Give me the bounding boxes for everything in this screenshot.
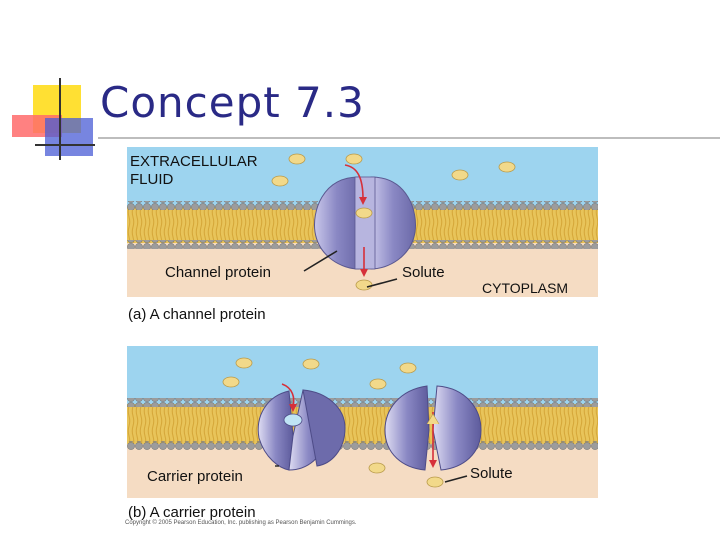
caption-a: (a) A channel protein bbox=[128, 306, 266, 323]
extracellular-label-line1: EXTRACELLULAR bbox=[130, 153, 258, 170]
solute-pointer-line bbox=[366, 278, 398, 288]
bound-solute bbox=[283, 413, 303, 427]
channel-pointer-line bbox=[303, 250, 338, 272]
caption-b: (b) A carrier protein bbox=[128, 504, 256, 521]
extracellular-fluid-region-b bbox=[127, 346, 598, 404]
phospholipid-heads-top-b bbox=[127, 398, 598, 407]
slide-title: Concept 7.3 bbox=[100, 78, 365, 127]
solute-pointer-line-b bbox=[444, 475, 468, 483]
carrier-entry-arrow bbox=[281, 383, 295, 407]
solute-path-arrow bbox=[344, 164, 364, 200]
panel-a-diagram bbox=[127, 147, 598, 297]
solute-label-b: Solute bbox=[470, 465, 513, 482]
solute-label-a: Solute bbox=[402, 264, 445, 281]
panel-b-diagram bbox=[127, 346, 598, 498]
solute-particles-b bbox=[222, 357, 444, 488]
phospholipid-heads-bottom-b bbox=[127, 441, 598, 450]
channel-protein-label: Channel protein bbox=[165, 264, 271, 281]
carrier-protein-label: Carrier protein bbox=[147, 468, 243, 485]
extracellular-label-line2: FLUID bbox=[130, 171, 174, 188]
cytoplasm-label: CYTOPLASM bbox=[482, 280, 569, 296]
carrier-protein-open-outside bbox=[257, 389, 346, 471]
title-rule bbox=[98, 137, 720, 139]
copyright-notice: Copyright © 2005 Pearson Education, Inc.… bbox=[125, 520, 357, 526]
deco-blue-square bbox=[45, 118, 93, 156]
solute-particles-a bbox=[271, 153, 516, 291]
carrier-protein-open-inside bbox=[384, 385, 482, 471]
channel-protein bbox=[314, 176, 416, 270]
decorative-squares bbox=[12, 78, 95, 160]
